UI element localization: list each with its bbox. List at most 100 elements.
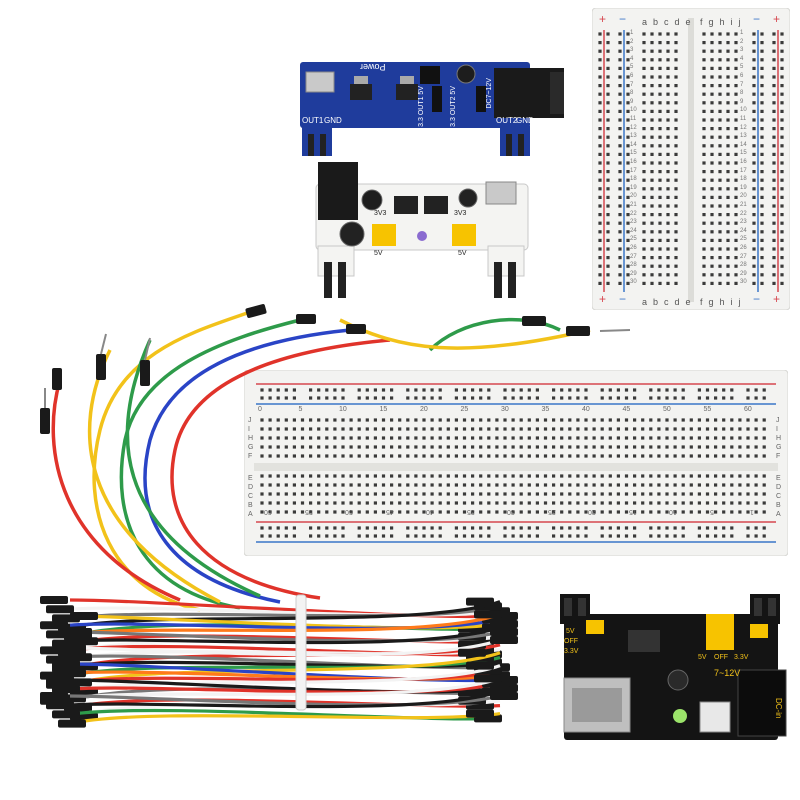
large-bb-column-number: 5 [709,508,714,515]
small-bb-row-number: 10 [630,107,637,114]
large-bb-column-number: 35 [541,406,550,413]
small-bb-minus-bottom-left: − [619,292,627,306]
black-label-3v3-right: 3.3V [734,654,749,661]
small-bb-letter: h [719,17,725,27]
black-label-off-right: OFF [714,654,728,661]
small-bb-row-number: 19 [740,184,747,191]
row-letter: H [776,435,782,442]
small-bb-letters-right-bottom: f g h i j [700,297,741,307]
small-bb-row-number: 6 [630,73,634,79]
small-bb-minus-top-right: − [753,12,761,26]
small-bb-row-number: 11 [630,116,637,122]
row-letter: G [248,444,254,451]
small-bb-letter: h [719,297,725,307]
small-breadboard: a b c d e f g h i j a b c d e f g h i j … [591,7,791,311]
small-bb-row-number: 28 [740,262,747,269]
small-bb-row-number: 19 [630,184,637,191]
small-bb-letters-left-top: a b c d e [642,17,691,27]
small-bb-letter: b [653,17,659,27]
row-letter: A [776,511,781,518]
small-bb-row-number: 15 [740,150,747,157]
small-bb-row-number: 2 [740,38,744,45]
small-bb-letters-left-bottom: a b c d e [642,297,691,307]
small-bb-row-number: 27 [630,253,637,260]
blue-label-out1: OUT1 [302,116,324,125]
small-bb-minus-top-left: − [619,12,627,26]
black-label-5v-left: 5V [566,628,575,635]
small-bb-letter: c [664,17,669,27]
small-bb-row-number: 12 [740,124,747,131]
small-bb-row-number: 3 [630,47,634,54]
small-bb-row-number: 10 [740,107,747,114]
small-bb-letter: e [685,17,691,27]
row-letter: A [248,511,253,518]
large-bb-column-number: 40 [582,406,590,413]
blue-label-v2: 3.3 OUT2 5V [450,86,457,127]
large-bb-column-number: 0 [258,406,262,413]
large-bb-column-number: 5 [298,406,303,413]
small-bb-row-number: 24 [630,227,637,234]
small-bb-plus-bottom-right: + [773,292,781,306]
small-bb-row-number: 7 [740,81,744,88]
small-bb-letter: a [642,17,648,27]
blue-label-power: Power [360,62,386,72]
small-bb-row-number: 25 [740,236,747,243]
small-bb-row-number: 26 [740,245,747,251]
small-bb-row-number: 13 [740,133,747,140]
small-bb-row-number: 4 [630,55,634,62]
row-letter: D [248,484,254,491]
large-bb-column-number: 45 [622,406,631,413]
small-bb-row-number: 14 [740,141,747,148]
white-power-module: 3V3 5V 3V3 5V [312,162,534,302]
row-letter: B [776,502,781,509]
small-bb-row-number: 23 [630,219,637,226]
large-bb-column-number: 1 [750,508,754,515]
large-bb-column-number: 10 [339,406,347,413]
large-bb-row-letters-top-right: J I H G F [776,416,781,461]
row-letter: B [248,502,253,509]
white-label-5v-left: 5V [374,250,383,257]
white-label-5v-right: 5V [458,250,467,257]
small-bb-row-number: 14 [630,141,637,148]
large-bb-row-letters-bottom: E D C B A [248,474,253,519]
small-bb-row-number: 21 [630,202,637,208]
small-bb-minus-bottom-right: − [753,292,761,306]
small-bb-row-number: 9 [740,98,744,105]
small-bb-row-number: 9 [630,98,634,105]
white-label-3v3-right: 3V3 [454,210,467,217]
large-bb-column-number: 10 [669,508,677,515]
small-bb-letter: g [708,17,714,27]
small-bb-letter: b [653,297,659,307]
black-label-input: 7~12V [714,668,741,678]
blue-label-dc: DC7~12V [486,78,493,109]
blue-label-out2: OUT2 [496,116,518,125]
small-bb-row-number: 6 [740,73,744,79]
small-bb-row-number: 17 [740,167,747,174]
small-bb-row-number: 16 [630,159,637,165]
blue-label-v1: 3.3 OUT1 5V [418,86,425,127]
small-bb-row-number: 4 [740,55,744,62]
small-bb-row-number: 21 [740,202,747,208]
large-bb-column-number: 60 [744,406,752,413]
small-bb-letter: d [674,17,680,27]
small-bb-row-number: 8 [630,90,634,97]
small-bb-letter: i [730,297,733,307]
row-letter: G [776,444,782,451]
small-bb-letter: j [738,17,741,27]
black-label-3v3-left: 3.3V [564,648,579,655]
large-bb-column-number: 55 [703,406,712,413]
small-bb-row-number: 1 [630,30,634,36]
small-bb-row-number: 3 [740,47,744,54]
small-bb-plus-top-right: + [773,12,781,26]
small-bb-letter: j [738,297,741,307]
black-label-off-left: OFF [564,638,578,645]
small-bb-row-number: 22 [740,210,747,217]
small-bb-row-number: 30 [740,279,747,286]
small-bb-row-number: 8 [740,90,744,97]
small-bb-row-number: 15 [630,150,637,157]
row-letter: D [776,484,782,491]
small-bb-letters-right-top: f g h i j [700,17,741,27]
